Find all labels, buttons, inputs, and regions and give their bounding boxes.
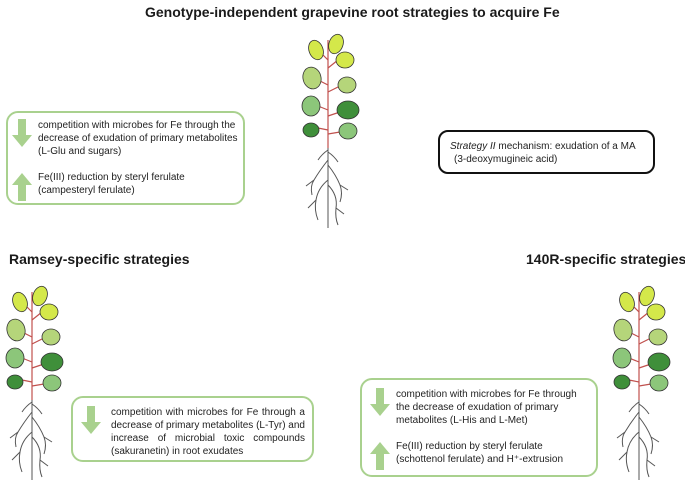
arrow-down-icon	[370, 388, 390, 416]
arrow-up-icon	[12, 173, 32, 201]
strategy-ii-box: Strategy II mechanism: exudation of a MA…	[438, 130, 655, 174]
arrow-down-icon	[81, 406, 101, 434]
strategy-ii-text: Strategy II mechanism: exudation of a MA…	[450, 140, 650, 166]
main-title: Genotype-independent grapevine root stra…	[145, 4, 560, 20]
arrow-up-icon	[370, 442, 390, 470]
r140-box: competition with microbes for Fe through…	[360, 378, 598, 477]
arrow-down-icon	[12, 119, 32, 147]
center-item-2: Fe(III) reduction by steryl ferulate (ca…	[38, 172, 185, 196]
plant-center-icon	[299, 31, 360, 229]
ramsey-title: Ramsey-specific strategies	[9, 251, 190, 267]
ramsey-box: competition with microbes for Fe through…	[71, 396, 314, 462]
r140-title: 140R-specific strategies	[526, 251, 685, 267]
strategy-ii-mechanism: mechanism: exudation of a MA	[498, 141, 636, 152]
center-item-1: competition with microbes for Fe through…	[38, 120, 238, 157]
genotype-independent-box: competition with microbes for Fe through…	[6, 111, 245, 205]
ramsey-item-1: competition with microbes for Fe through…	[111, 407, 305, 457]
r140-item-1: competition with microbes for Fe through…	[396, 389, 577, 426]
r140-item-2: Fe(III) reduction by steryl ferulate (sc…	[396, 441, 564, 465]
plant-ramsey-icon	[3, 283, 64, 481]
strategy-ii-line2: (3-deoxymugineic acid)	[454, 154, 558, 165]
plant-140r-icon	[610, 283, 671, 481]
strategy-ii-label: Strategy II	[450, 141, 496, 152]
